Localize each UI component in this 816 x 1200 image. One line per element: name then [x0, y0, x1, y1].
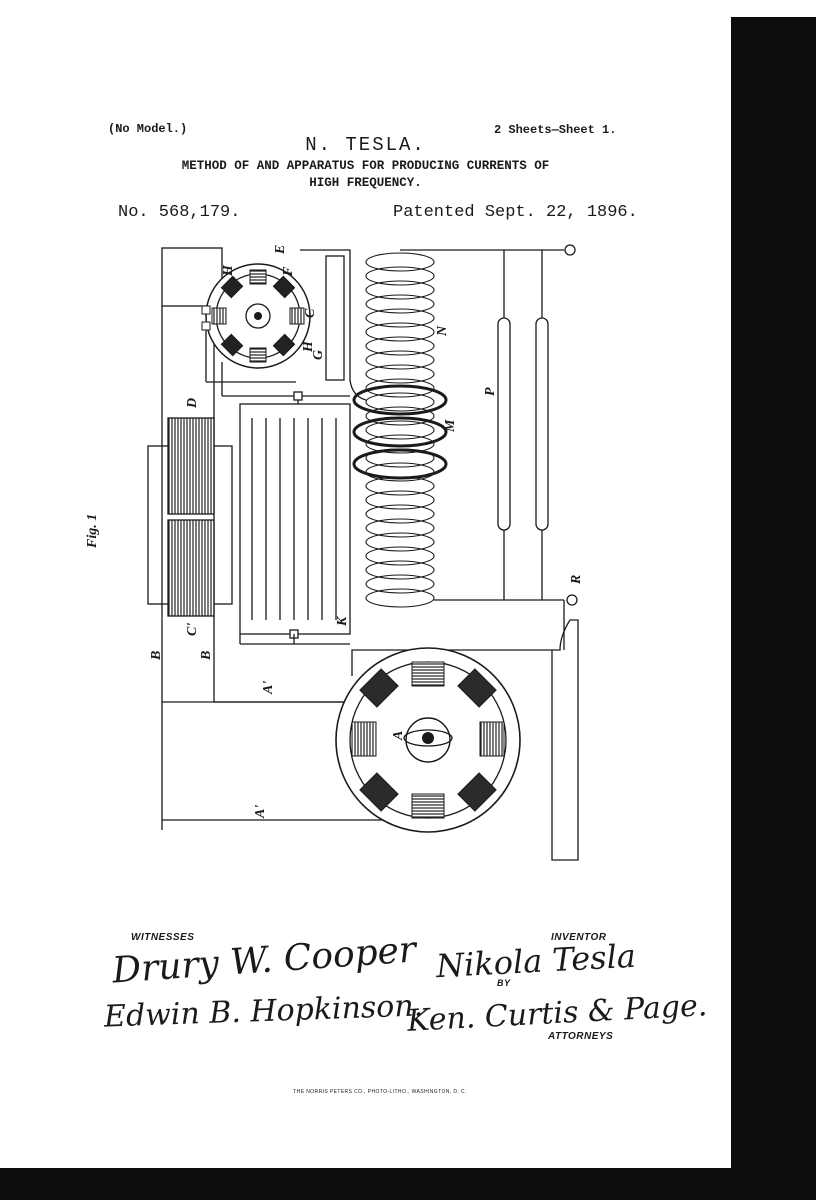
- label-g: G: [311, 350, 326, 360]
- patent-number: No. 568,179.: [118, 203, 241, 222]
- label-k: K: [335, 615, 350, 627]
- attorneys-label: ATTORNEYS: [548, 1031, 614, 1042]
- label-f: F: [281, 266, 296, 277]
- transformer-coil-lower: [167, 519, 215, 617]
- label-a-prime-upper: A': [261, 681, 276, 695]
- scan-edge-right: [731, 17, 816, 1200]
- label-b-left: B: [149, 651, 164, 661]
- label-b-right: B: [199, 651, 214, 661]
- label-n: N: [435, 325, 450, 337]
- by-label: BY: [497, 978, 511, 988]
- title-line-1: METHOD OF AND APPARATUS FOR PRODUCING CU…: [181, 159, 550, 173]
- label-p: P: [483, 387, 498, 396]
- label-h-side: H: [301, 340, 316, 353]
- figure-wiring: [147, 244, 579, 861]
- sheet-note: 2 Sheets—Sheet 1.: [494, 123, 617, 137]
- patent-date: Patented Sept. 22, 1896.: [393, 203, 638, 222]
- inventor-label: INVENTOR: [551, 932, 607, 943]
- printer-credit: THE NORRIS PETERS CO., PHOTO-LITHO., WAS…: [293, 1089, 467, 1095]
- scan-edge-bottom: [0, 1168, 740, 1200]
- label-h-top: H: [221, 264, 236, 277]
- title-line-2: HIGH FREQUENCY.: [309, 176, 422, 190]
- label-e: E: [273, 245, 288, 255]
- figure-label: Fig. 1: [85, 514, 100, 549]
- label-a: A: [391, 731, 406, 741]
- primary-coil: [352, 384, 448, 480]
- label-d: D: [185, 398, 200, 409]
- secondary-coil: [365, 252, 435, 608]
- figure-1-drawing: Fig. 1 A A' A' B B C' C D E F G H H K M …: [85, 244, 584, 861]
- model-note: (No Model.): [108, 122, 188, 136]
- small-generator: [201, 263, 311, 369]
- inventor-name: N. TESLA.: [305, 134, 426, 156]
- label-a-prime-lower: A': [253, 805, 268, 819]
- witnesses-label: WITNESSES: [131, 932, 195, 943]
- label-r: R: [569, 575, 584, 585]
- label-c-prime: C': [185, 623, 200, 636]
- label-m: M: [443, 419, 458, 433]
- transformer-coil-upper: [167, 417, 215, 515]
- label-c: C: [303, 308, 318, 318]
- large-generator: [335, 647, 521, 833]
